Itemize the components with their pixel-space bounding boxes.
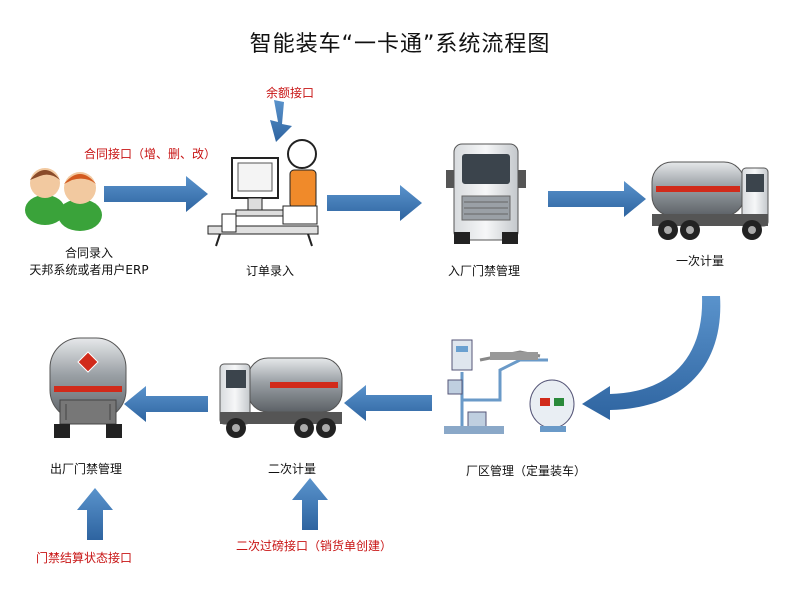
node-first-weigh: 一次计量 bbox=[676, 254, 725, 268]
loading-station-icon bbox=[444, 339, 575, 434]
node-plant-management: 厂区管理（定量装车） bbox=[466, 464, 587, 478]
arrow-users-to-order bbox=[104, 176, 208, 212]
tanker-truck-icon bbox=[219, 357, 343, 438]
node-second-weigh: 二次计量 bbox=[268, 462, 317, 476]
tanker-truck-icon bbox=[651, 161, 769, 240]
users-icon bbox=[25, 168, 102, 231]
arrow-plant-to-second-weigh bbox=[344, 385, 432, 421]
arrow-balance-interface bbox=[270, 100, 292, 142]
gate-settlement-interface-label: 门禁结算状态接口 bbox=[36, 551, 133, 565]
node-gate-out: 出厂门禁管理 bbox=[50, 462, 123, 476]
second-weigh-interface-label: 二次过磅接口（销货单创建） bbox=[236, 539, 393, 553]
node-contract-entry-line1: 合同录入 bbox=[64, 246, 113, 260]
contract-interface-label: 合同接口（增、删、改） bbox=[84, 147, 217, 161]
arrow-order-to-gate-in bbox=[327, 185, 422, 221]
balance-interface-label: 余额接口 bbox=[266, 86, 315, 100]
diagram-title: 智能装车“一卡通”系统流程图 bbox=[249, 32, 551, 57]
arrow-second-weigh-interface bbox=[292, 478, 328, 530]
arrow-second-weigh-to-gate-out bbox=[124, 386, 208, 422]
node-order-entry: 订单录入 bbox=[246, 264, 295, 278]
computer-operator-icon bbox=[207, 139, 319, 247]
node-gate-in: 入厂门禁管理 bbox=[448, 264, 521, 278]
truck-front-icon bbox=[446, 143, 526, 244]
node-contract-entry-line2: 天邦系统或者用户ERP bbox=[29, 263, 149, 277]
arrow-gate-settlement-interface bbox=[77, 488, 113, 540]
arrow-curved-first-weigh-to-plant bbox=[582, 296, 721, 420]
hazmat-tanker-rear-icon bbox=[49, 337, 127, 438]
node-contract-entry: 合同录入 天邦系统或者用户ERP bbox=[24, 244, 154, 278]
arrow-gate-in-to-first-weigh bbox=[548, 181, 646, 217]
